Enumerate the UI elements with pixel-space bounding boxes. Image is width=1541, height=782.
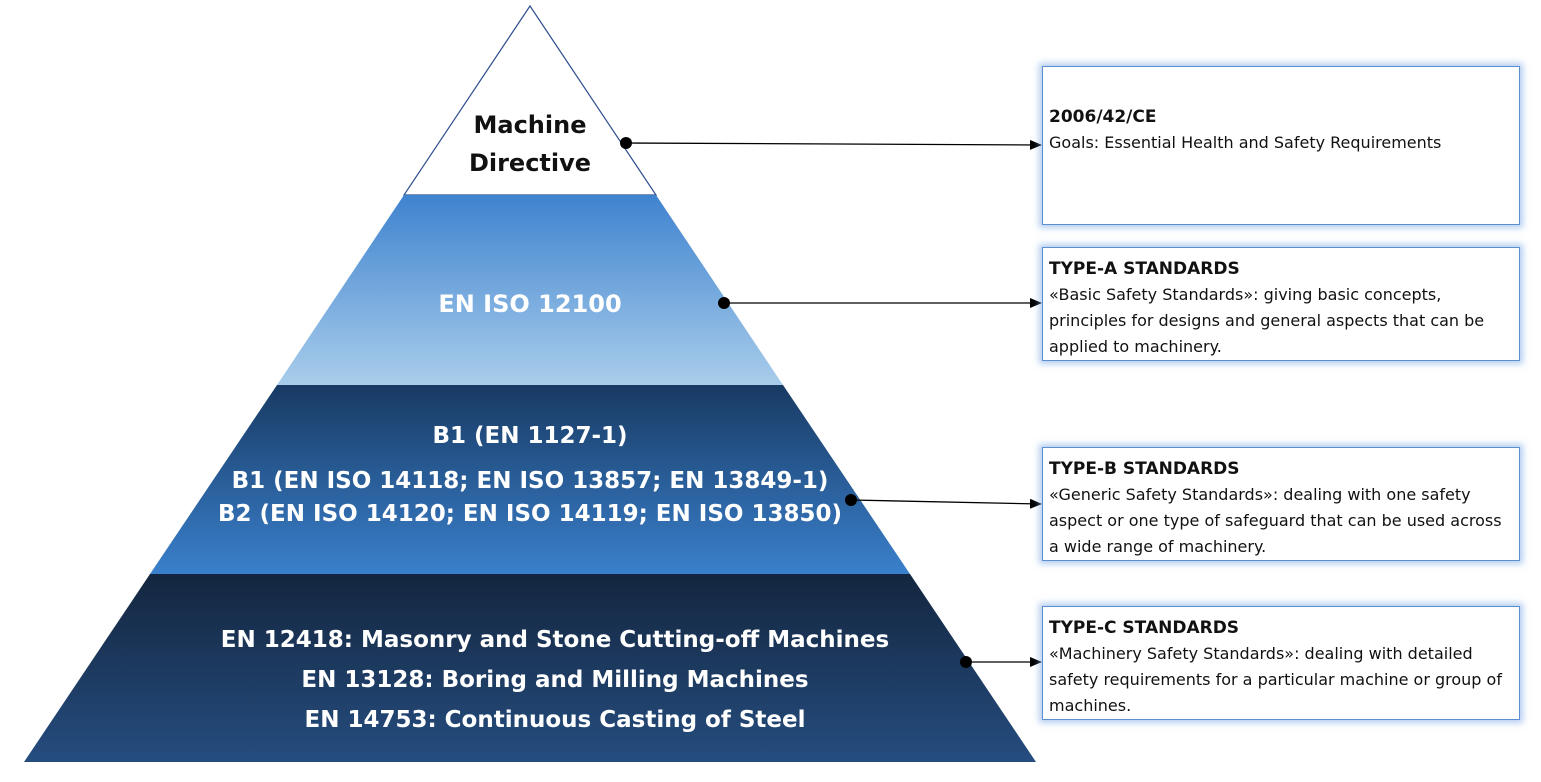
tier-label-type-b: B1 (EN 1127-1) B1 (EN ISO 14118; EN ISO …	[180, 420, 880, 531]
tier-label-line: EN 12418: Masonry and Stone Cutting-off …	[220, 627, 890, 653]
tier-label-line: EN 14753: Continuous Casting of Steel	[304, 707, 806, 733]
connector-2-dot	[718, 297, 730, 309]
connector-3-dot	[845, 494, 857, 506]
info-box-type-b: TYPE-B STANDARDS «Generic Safety Standar…	[1042, 447, 1520, 561]
connector-3	[850, 498, 1042, 509]
info-box-title: 2006/42/CE	[1049, 107, 1157, 127]
pyramid-tier-3	[150, 385, 910, 574]
info-box-text: «Basic Safety Standards»: giving basic c…	[1049, 285, 1485, 356]
info-box-type-a: TYPE-A STANDARDS «Basic Safety Standards…	[1042, 247, 1520, 361]
tier-label-machine-directive: Machine Directive	[405, 106, 655, 182]
tier-label-line: B2 (EN ISO 14120; EN ISO 14119; EN ISO 1…	[218, 501, 842, 527]
tier-label-line: EN 13128: Boring and Milling Machines	[301, 667, 809, 693]
tier-label-line: B1 (EN ISO 14118; EN ISO 13857; EN 13849…	[231, 468, 829, 494]
tier-label-type-c: EN 12418: Masonry and Stone Cutting-off …	[120, 620, 990, 740]
connector-1-dot	[620, 137, 632, 149]
pyramid-tier-4	[24, 574, 1036, 762]
connector-4-dot	[960, 656, 972, 668]
info-box-text: «Generic Safety Standards»: dealing with…	[1049, 485, 1502, 556]
tier-label-line: EN ISO 12100	[438, 290, 622, 318]
connector-1	[625, 139, 1042, 150]
tier-label-type-a: EN ISO 12100	[280, 288, 780, 320]
tier-label-line: Directive	[468, 149, 592, 177]
info-box-title: TYPE-B STANDARDS	[1049, 459, 1240, 479]
tier-label-line: B1 (EN 1127-1)	[432, 423, 628, 449]
info-box-text: Goals: Essential Health and Safety Requi…	[1049, 133, 1442, 152]
tier-label-line: Machine	[473, 111, 587, 139]
info-box-machine-directive: 2006/42/CE Goals: Essential Health and S…	[1042, 66, 1520, 225]
info-box-title: TYPE-A STANDARDS	[1049, 259, 1240, 279]
info-box-title: TYPE-C STANDARDS	[1049, 618, 1240, 638]
pyramid-tier-2	[277, 195, 783, 385]
info-box-type-c: TYPE-C STANDARDS «Machinery Safety Stand…	[1042, 606, 1520, 720]
info-box-text: «Machinery Safety Standards»: dealing wi…	[1049, 644, 1502, 715]
